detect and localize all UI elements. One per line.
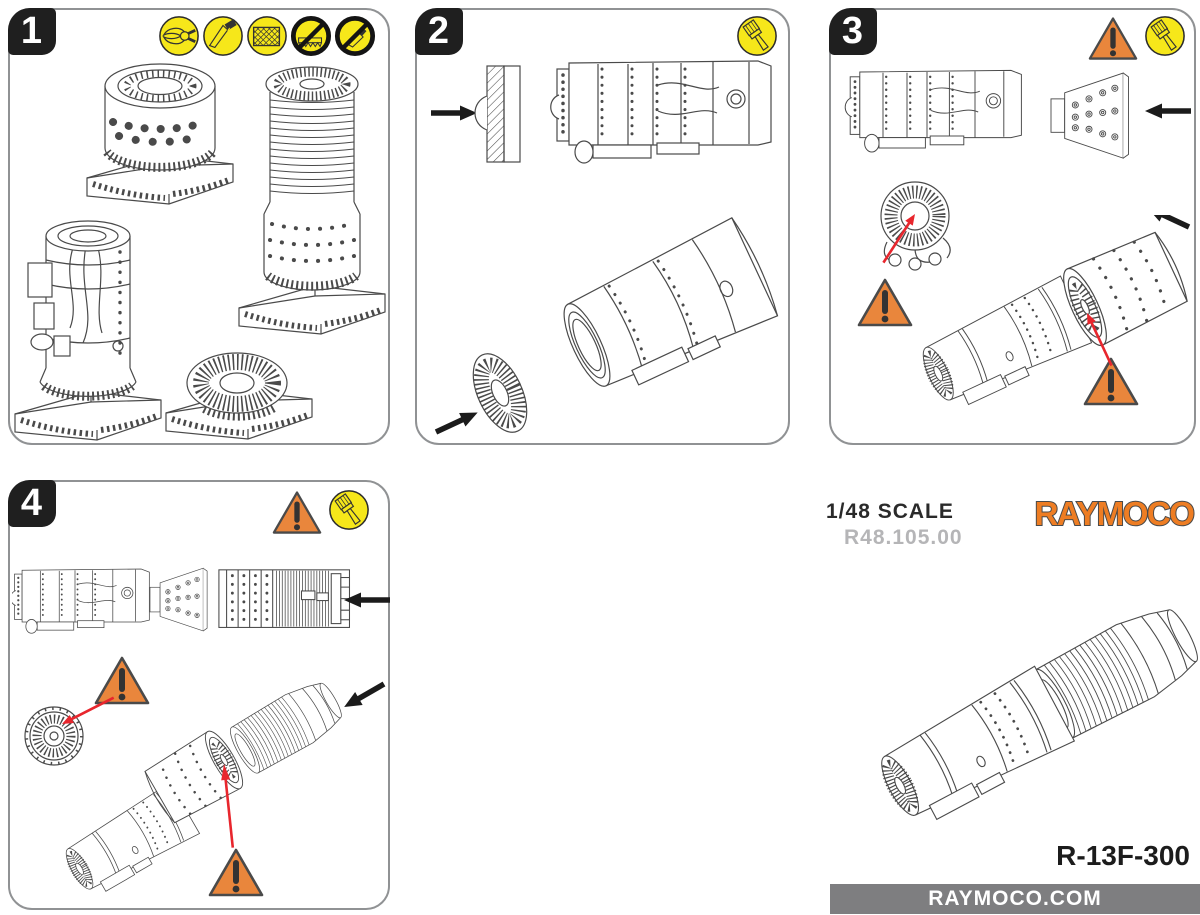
warning-triangle-icon xyxy=(270,489,324,537)
step-4-number-badge: 4 xyxy=(7,479,56,527)
step-1-number-badge: 1 xyxy=(7,7,56,55)
brand-logo-text: RAYMOCO xyxy=(1035,495,1195,532)
step-2-core-side-view xyxy=(549,59,773,165)
step-number: 4 xyxy=(20,482,43,524)
step-1-parts-illustration xyxy=(10,63,387,444)
website-bar: RAYMOCO.COM xyxy=(830,884,1200,914)
step-panel-2: 2 xyxy=(414,7,790,445)
model-code: R-13F-300 xyxy=(1056,840,1190,871)
step-number: 1 xyxy=(20,10,43,52)
step-number: 3 xyxy=(841,10,864,52)
step-2-fan-install-illustration xyxy=(422,217,779,445)
step-3-assembly-illustration xyxy=(833,215,1197,445)
step-panel-1: 1 xyxy=(7,7,390,445)
step-panel-3: 3 xyxy=(828,7,1197,445)
step-2-number-badge: 2 xyxy=(414,7,463,55)
step-3-number-badge: 3 xyxy=(828,7,877,55)
completed-engine-illustration xyxy=(840,595,1200,830)
brand-logo: RAYMOCO xyxy=(1034,494,1197,533)
glue-brush-icon xyxy=(1145,16,1185,56)
step-4-assembly-illustration xyxy=(24,648,392,912)
website-url: RAYMOCO.COM xyxy=(928,887,1102,910)
step-2-cut-detail xyxy=(427,65,521,163)
step-4-afterburner-attach-side-view xyxy=(12,567,390,635)
step-panel-4: 4 xyxy=(7,479,392,912)
step-number: 2 xyxy=(427,10,450,52)
glue-brush-icon xyxy=(329,490,369,530)
step-3-turbine-detail xyxy=(843,181,951,336)
product-code: R48.105.00 xyxy=(844,526,963,549)
step-4-icon-row xyxy=(270,489,370,537)
scale-label: 1/48 SCALE xyxy=(826,500,954,523)
